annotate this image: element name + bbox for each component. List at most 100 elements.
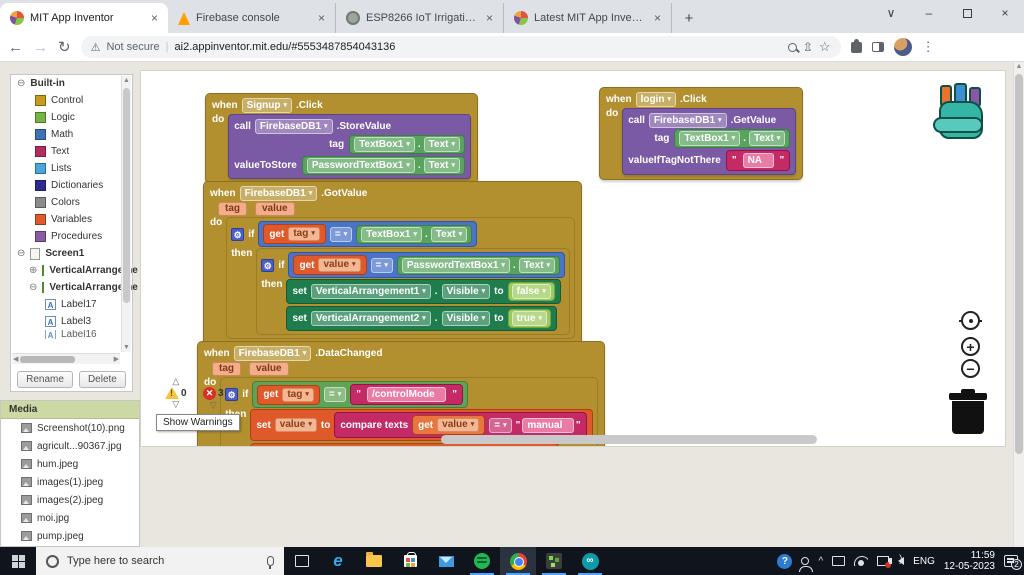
next-error-icon[interactable]: ▽ xyxy=(209,400,217,410)
warning-indicator[interactable]: △ 0 ▽ xyxy=(165,377,187,409)
property-dropdown[interactable]: Text xyxy=(748,131,786,146)
block-when-datachanged[interactable]: when FirebaseDB1 .DataChanged tag value … xyxy=(197,341,605,446)
center-workspace-icon[interactable] xyxy=(959,311,982,330)
collapse-icon[interactable]: ⊖ xyxy=(29,282,38,293)
block-logic-false[interactable]: false xyxy=(507,282,555,301)
not-secure-warning-icon[interactable]: ⚠ xyxy=(90,41,101,54)
operator-dropdown[interactable]: = xyxy=(489,417,512,433)
block-get-tag[interactable]: get tag xyxy=(263,224,326,244)
blocks-workspace[interactable]: when Signup .Click do call FirebaseDB1 .… xyxy=(140,70,1006,447)
taskbar-search-input[interactable]: Type here to search xyxy=(36,547,284,575)
zoom-search-icon[interactable] xyxy=(787,42,797,52)
delete-button[interactable]: Delete xyxy=(78,370,126,388)
previous-warning-icon[interactable]: △ xyxy=(172,376,180,386)
profile-avatar[interactable] xyxy=(893,38,912,56)
people-icon[interactable] xyxy=(799,557,814,572)
forward-button[interactable]: → xyxy=(33,38,48,56)
variable-dropdown[interactable]: value xyxy=(318,258,361,272)
component-dropdown[interactable]: TextBox1 xyxy=(361,226,422,242)
media-file[interactable]: moi.jpg xyxy=(1,509,139,527)
side-panel-icon[interactable] xyxy=(871,42,884,52)
string-value[interactable]: /controlMode xyxy=(366,387,447,402)
tab-mit-app-inventor[interactable]: MIT App Inventor × xyxy=(0,3,168,33)
page-vertical-scrollbar[interactable]: ▲ xyxy=(1013,62,1024,547)
string-value[interactable]: manual xyxy=(522,417,574,433)
component-dropdown[interactable]: TextBox1 xyxy=(354,137,415,152)
hidden-icons-chevron[interactable]: ^ xyxy=(818,555,824,567)
tab-close-icon[interactable]: × xyxy=(317,11,325,25)
variable-dropdown[interactable]: tag xyxy=(282,387,314,402)
block-equals-math[interactable]: get value = PasswordTextBox1 . Text xyxy=(288,252,566,278)
scroll-up-icon[interactable]: ▲ xyxy=(1015,63,1023,70)
logic-value-dropdown[interactable]: false xyxy=(511,284,551,299)
property-dropdown[interactable]: Visible xyxy=(441,284,491,299)
taskbar-store[interactable] xyxy=(392,547,428,575)
property-dropdown[interactable]: Text xyxy=(423,137,460,152)
tab-close-icon[interactable]: × xyxy=(485,11,493,25)
block-get-textbox1-text[interactable]: TextBox1 . Text xyxy=(674,129,791,148)
tree-item-label3[interactable]: A Label3 xyxy=(11,313,132,330)
block-call-getvalue[interactable]: call FirebaseDB1 .GetValue tag TextBox1 … xyxy=(622,108,797,175)
taskbar-arduino[interactable]: ∞ xyxy=(572,547,608,575)
scrollbar-thumb[interactable] xyxy=(123,88,130,303)
url-text[interactable]: ai2.appinventor.mit.edu/#555348785404313… xyxy=(174,41,396,53)
component-dropdown[interactable]: PasswordTextBox1 xyxy=(306,158,415,173)
tree-item-label17[interactable]: A Label17 xyxy=(11,296,132,313)
collapse-icon[interactable]: ⊖ xyxy=(17,248,26,259)
help-icon[interactable]: ? xyxy=(777,553,793,569)
tab-close-icon[interactable]: × xyxy=(653,11,661,25)
block-set-va2-visible[interactable]: set VerticalArrangement2 . Visible to tr… xyxy=(286,306,558,331)
param-tag[interactable]: tag xyxy=(212,362,241,376)
block-logic-true[interactable]: true xyxy=(507,309,552,328)
language-indicator[interactable]: ENG xyxy=(913,555,935,567)
expand-icon[interactable]: ⊕ xyxy=(29,265,38,276)
block-when-login-click[interactable]: when login .Click do call FirebaseDB1 .G… xyxy=(599,87,804,180)
block-call-storevalue[interactable]: call FirebaseDB1 .StoreValue tag TextBox… xyxy=(228,114,471,179)
property-dropdown[interactable]: Text xyxy=(518,257,556,273)
block-string-na[interactable]: NA xyxy=(725,150,791,171)
action-center-icon[interactable]: 2 xyxy=(1004,555,1022,570)
microphone-icon[interactable] xyxy=(267,556,274,569)
reload-button[interactable]: ↻ xyxy=(58,39,71,56)
scroll-left-icon[interactable]: ◀ xyxy=(13,356,19,363)
tree-item-vertical-arrangement-2[interactable]: ⊖ VerticalArrangeme xyxy=(11,279,138,296)
minimize-button[interactable]: – xyxy=(925,6,933,20)
zoom-out-icon[interactable]: − xyxy=(961,359,980,378)
task-view-button[interactable] xyxy=(284,547,320,575)
close-button[interactable]: × xyxy=(1001,6,1009,20)
media-file[interactable]: pump.jpeg xyxy=(1,527,139,545)
taskbar-app[interactable] xyxy=(536,547,572,575)
media-file[interactable]: agricult...90367.jpg xyxy=(1,437,139,455)
palette-item-dictionaries[interactable]: Dictionaries xyxy=(11,177,132,194)
palette-item-logic[interactable]: Logic xyxy=(11,109,132,126)
component-dropdown[interactable]: VerticalArrangement1 xyxy=(310,284,431,299)
palette-item-procedures[interactable]: Procedures xyxy=(11,228,132,245)
media-file[interactable]: images(2).jpeg xyxy=(1,491,139,509)
rename-button[interactable]: Rename xyxy=(17,370,73,388)
block-string-controlmode[interactable]: /controlMode xyxy=(350,384,463,405)
component-dropdown[interactable]: FirebaseDB1 xyxy=(254,119,333,134)
property-dropdown[interactable]: Text xyxy=(423,158,460,173)
next-warning-icon[interactable]: ▽ xyxy=(172,399,180,409)
variable-dropdown[interactable]: tag xyxy=(288,227,320,241)
new-tab-button[interactable]: + xyxy=(684,9,694,27)
property-dropdown[interactable]: Visible xyxy=(441,311,491,326)
param-value[interactable]: value xyxy=(249,362,289,376)
block-set-value-eq[interactable]: set value to get tag = xyxy=(250,443,559,446)
param-value[interactable]: value xyxy=(255,202,295,216)
notification-alert-icon[interactable] xyxy=(877,556,892,568)
tab-close-icon[interactable]: × xyxy=(150,11,158,25)
extensions-icon[interactable] xyxy=(850,38,862,53)
maximize-button[interactable] xyxy=(948,0,986,26)
palette-item-math[interactable]: Math xyxy=(11,126,132,143)
palette-item-colors[interactable]: Colors xyxy=(11,194,132,211)
block-get-value[interactable]: get value xyxy=(293,255,367,275)
logic-value-dropdown[interactable]: true xyxy=(511,311,548,326)
block-equals-logic[interactable]: get tag = /controlMode xyxy=(252,381,468,408)
collapse-icon[interactable]: ⊖ xyxy=(17,78,26,89)
palette-item-text[interactable]: Text xyxy=(11,143,132,160)
scroll-down-icon[interactable]: ▼ xyxy=(123,344,130,351)
palette-item-control[interactable]: Control xyxy=(11,92,132,109)
scroll-up-icon[interactable]: ▲ xyxy=(123,77,130,84)
taskbar-file-explorer[interactable] xyxy=(356,547,392,575)
